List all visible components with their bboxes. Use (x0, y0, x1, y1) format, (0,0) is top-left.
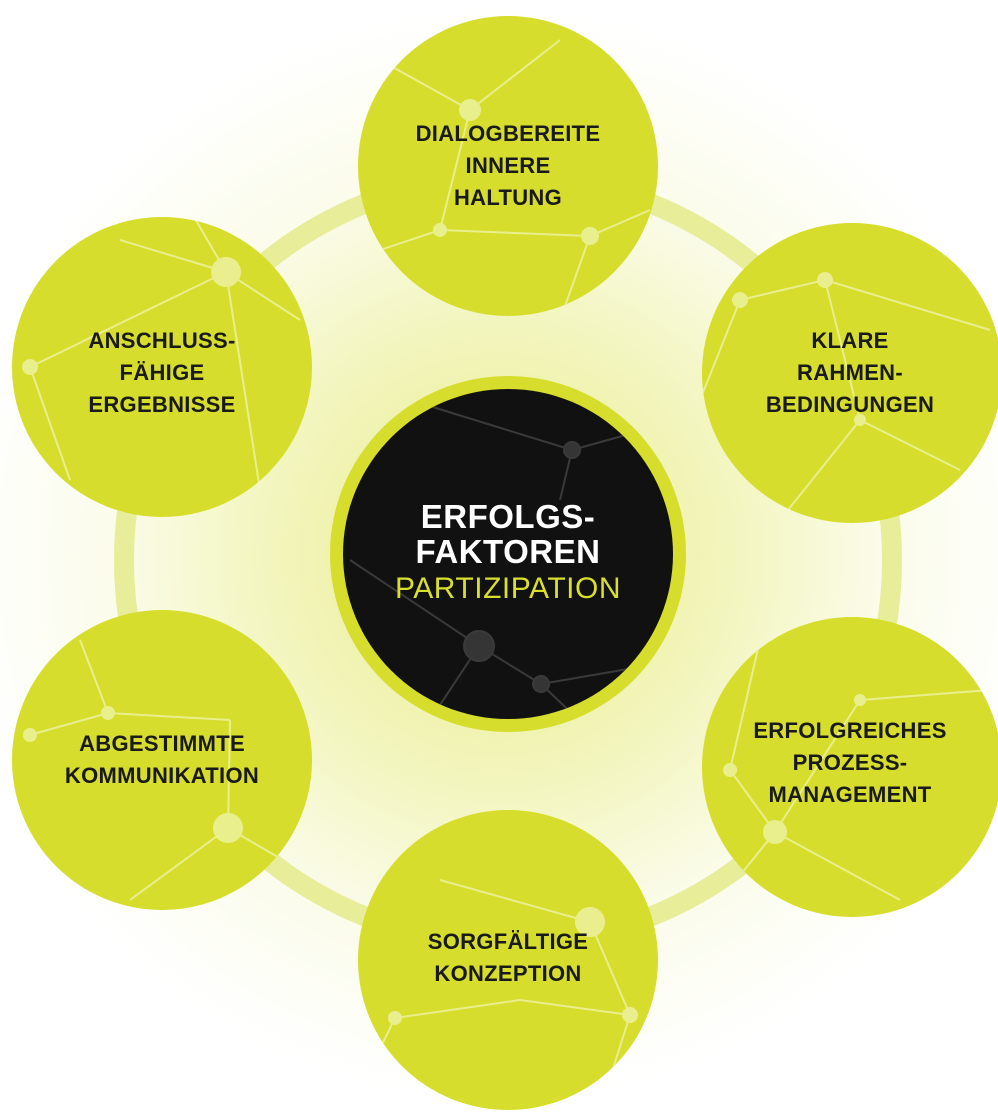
factor-circle-konzeption[interactable] (358, 810, 658, 1110)
center-circle (330, 376, 686, 732)
factor-label-konzeption: SORGFÄLTIGE KONZEPTION (427, 929, 589, 986)
factor-label-prozess: ERFOLGREICHES PROZESS- MANAGEMENT (753, 718, 947, 807)
center-title: ERFOLGS- FAKTOREN (415, 498, 601, 570)
factor-circle-kommunikation[interactable] (12, 610, 312, 910)
factor-label-dialog: DIALOGBEREITE INNERE HALTUNG (415, 121, 601, 210)
factor-circle-dialog[interactable] (358, 16, 658, 320)
factor-label-rahmen: KLARE RAHMEN- BEDINGUNGEN (765, 328, 935, 417)
factor-circle-rahmen[interactable] (700, 223, 998, 523)
factor-label-ergebnisse: ANSCHLUSS- FÄHIGE ERGEBNISSE (88, 328, 236, 417)
factor-label-kommunikation: ABGESTIMMTE KOMMUNIKATION (64, 731, 260, 788)
center-subtitle: PARTIZIPATION (395, 572, 621, 605)
factor-circle-prozess[interactable] (702, 617, 998, 917)
center-title-block: ERFOLGS- FAKTOREN PARTIZIPATION (358, 499, 658, 609)
